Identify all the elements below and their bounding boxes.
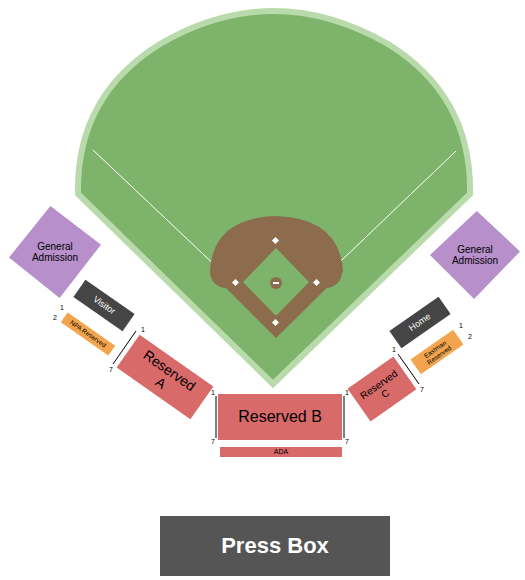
row-number: 2 [53,314,57,321]
ada-section: ADA [220,447,342,457]
pitching-rubber [273,282,279,284]
row-number: 1 [459,322,463,329]
row-bracket [344,396,345,438]
section-name: NPA Reserved [69,319,108,349]
section-name: Eastman Reserved [419,336,455,367]
infield-dirt [310,256,342,288]
infield-dirt [210,256,242,288]
row-number: 1 [345,389,349,396]
section-name: Press Box [221,534,329,558]
row-number: 7 [109,366,113,373]
base [272,237,279,244]
row-number: 1 [211,389,215,396]
outfield [78,11,470,384]
row-number: 1 [60,304,64,311]
row-number: 7 [211,438,215,445]
row-number: 7 [420,386,424,393]
section-name: Home [407,311,432,333]
reserved-section: Reserved C [348,357,417,422]
section-name: Reserved C [357,367,407,411]
reserved-section: Reserved B [218,394,342,440]
general-admission-area: General Admission [430,211,520,299]
section-name: General Admission [443,244,507,266]
section-name: Reserved B [238,408,322,426]
row-number: 7 [345,438,349,445]
row-bracket [216,396,217,438]
area-fill [430,211,520,299]
infield-dirt [210,216,343,338]
home-plate-area [267,315,285,333]
row-number: 2 [468,333,472,340]
base [232,279,239,286]
press-box: Press Box [160,516,390,576]
pitchers-mound [270,277,282,289]
row-number: 1 [392,346,396,353]
section-name: General Admission [23,241,87,263]
section-name: Reserved A [130,346,200,408]
base [313,279,320,286]
infield-grass [243,248,309,316]
reserved-section: Reserved A [117,335,214,419]
row-number: 1 [141,326,145,333]
section-name: ADA [274,448,288,456]
reserved-section: Eastman Reserved [411,330,464,375]
home-plate [272,319,279,326]
section-name: Visitor [91,294,117,316]
